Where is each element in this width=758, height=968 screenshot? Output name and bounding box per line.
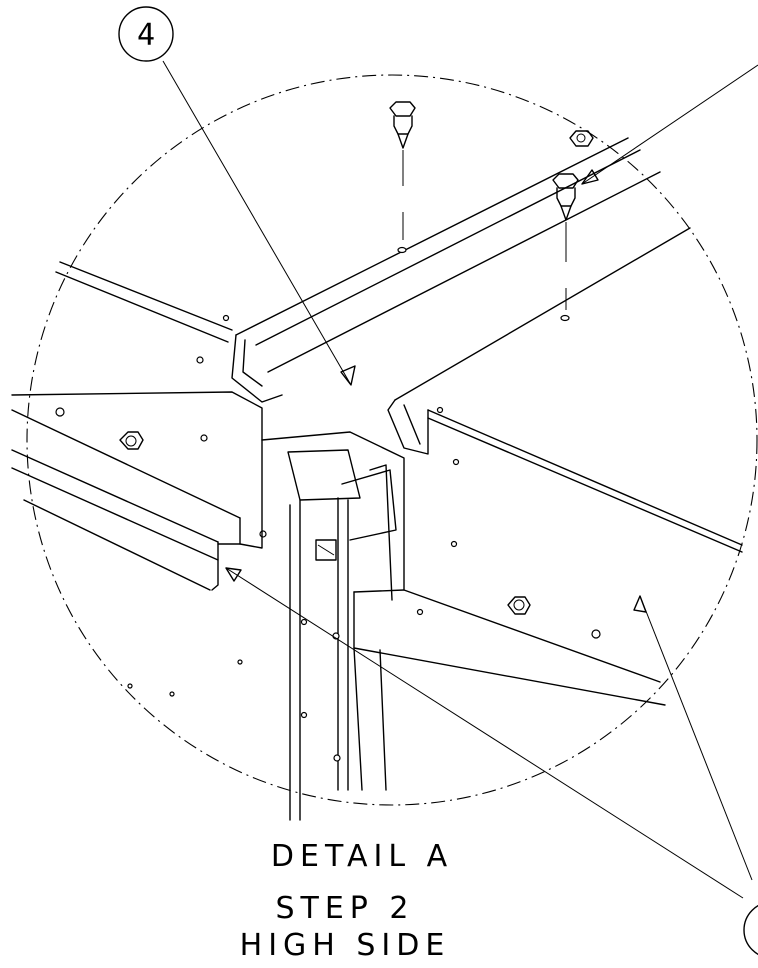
screw-top-left [389, 101, 416, 254]
caption-detail: DETAIL A [271, 839, 453, 874]
caption-side: HIGH SIDE [240, 928, 451, 963]
hex-bolt-left [119, 431, 144, 450]
center-post [239, 431, 405, 821]
detail-boundary-circle [26, 74, 758, 806]
right-panel [127, 227, 743, 791]
bolt-head-rail [569, 130, 594, 147]
screw-top-right [552, 173, 579, 322]
hex-bolt-right [507, 596, 531, 615]
caption-step: STEP 2 [275, 891, 414, 926]
leader-lines [162, 60, 758, 899]
callout-label-4: 4 [137, 18, 155, 53]
callout-bubble-partial [743, 904, 758, 956]
callout-bubble-4: 4 [118, 6, 174, 62]
